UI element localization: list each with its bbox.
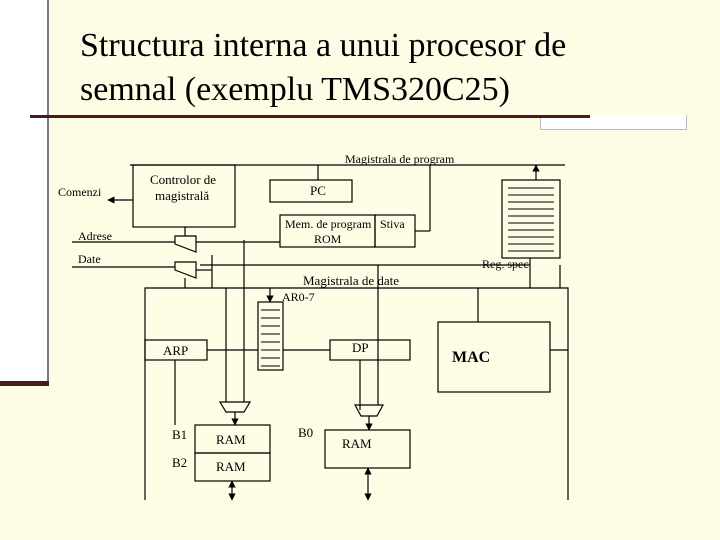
slide-title: Structura interna a unui procesor de sem… bbox=[80, 27, 567, 108]
ram-b2-label: RAM bbox=[216, 459, 246, 474]
arp-label: ARP bbox=[163, 343, 188, 358]
pc-label: PC bbox=[310, 183, 326, 198]
ar-register-rows bbox=[261, 309, 280, 367]
date-label: Date bbox=[78, 252, 101, 266]
dp-label: DP bbox=[352, 340, 369, 355]
dp-box bbox=[329, 339, 411, 361]
data-bus-line bbox=[144, 287, 569, 500]
controller-label-1: Controlor de bbox=[150, 172, 216, 187]
mux-b1 bbox=[218, 401, 252, 413]
b2-label: B2 bbox=[172, 455, 187, 470]
b1-label: B1 bbox=[172, 427, 187, 442]
title-rule-box bbox=[540, 115, 687, 130]
pc-box bbox=[269, 179, 353, 203]
mem-prog-label-2: ROM bbox=[314, 232, 342, 246]
ram-b1-label: RAM bbox=[216, 432, 246, 447]
reg-spec-label: Reg. spec bbox=[482, 257, 529, 271]
left-decor-accent bbox=[0, 381, 49, 386]
mac-box bbox=[437, 321, 551, 393]
bus-controller-box bbox=[132, 164, 236, 228]
left-decor-bar bbox=[0, 0, 49, 385]
title-rule bbox=[30, 115, 590, 118]
program-bus-label: Magistrala de program bbox=[345, 152, 455, 166]
ram-b0-label: RAM bbox=[342, 436, 372, 451]
mux-address bbox=[174, 235, 197, 253]
data-bus-label: Magistrala de date bbox=[303, 273, 399, 288]
ar-label: AR0-7 bbox=[282, 290, 315, 304]
reg-spec-box bbox=[501, 179, 561, 259]
mem-prog-label-1: Mem. de program bbox=[285, 217, 372, 231]
controller-label-2: magistrală bbox=[155, 188, 209, 203]
b0-label: B0 bbox=[298, 425, 313, 440]
ar-register-box bbox=[257, 301, 284, 371]
mux-data bbox=[174, 261, 197, 279]
reg-spec-rows bbox=[508, 187, 554, 252]
adrese-label: Adrese bbox=[78, 229, 112, 243]
mac-label: MAC bbox=[452, 349, 490, 366]
comenzi-label: Comenzi bbox=[58, 185, 102, 199]
mux-b0 bbox=[353, 404, 385, 417]
stack-label: Stiva bbox=[380, 217, 405, 231]
